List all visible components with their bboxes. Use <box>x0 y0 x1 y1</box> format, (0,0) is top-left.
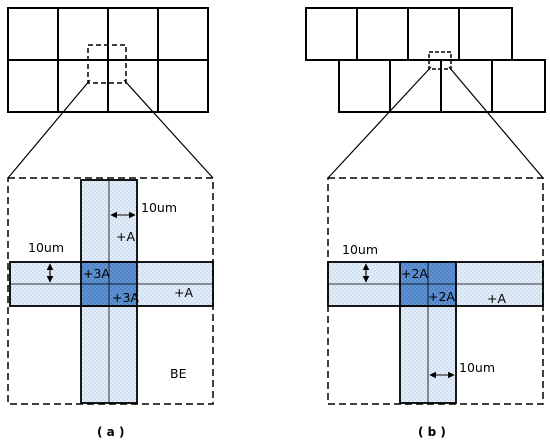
width-label-left-b: 10um <box>342 242 378 257</box>
width-label-bottom-b: 10um <box>459 360 495 375</box>
triple-label-left-a: +3A <box>83 266 110 281</box>
zoom-box-b <box>428 51 452 70</box>
overlap-label-right-a: +A <box>174 285 193 300</box>
tile-grid-b <box>305 7 546 113</box>
panel-b: 10um +2A +2A +A 10um ( b ) <box>305 7 546 439</box>
zoom-line-a-left <box>7 79 91 179</box>
overlap-label-right-b: +A <box>487 291 506 306</box>
tile-grid-a <box>7 7 209 113</box>
enlarged-view-b: 10um +2A +2A +A 10um <box>327 177 544 405</box>
caption-b: ( b ) <box>418 425 446 439</box>
zoom-frame-a <box>7 177 214 405</box>
zoom-line-b-right <box>448 66 544 179</box>
overlap-label-top-a: +A <box>116 229 135 244</box>
width-label-left-a: 10um <box>28 240 64 255</box>
panel-a: 10um +A 10um +3A +3A +A BE ( a ) <box>7 7 214 439</box>
zoom-line-a-right <box>123 79 214 179</box>
zoom-box-a <box>87 44 127 84</box>
be-label-a: BE <box>170 366 187 381</box>
triple-label-right-a: +3A <box>112 290 139 305</box>
zoom-line-b-left <box>327 66 432 179</box>
width-label-top-a: 10um <box>141 200 177 215</box>
enlarged-view-a: 10um +A 10um +3A +3A +A BE <box>7 177 214 405</box>
double-label-right-b: +2A <box>428 289 455 304</box>
caption-a: ( a ) <box>97 425 124 439</box>
double-label-left-b: +2A <box>401 266 428 281</box>
